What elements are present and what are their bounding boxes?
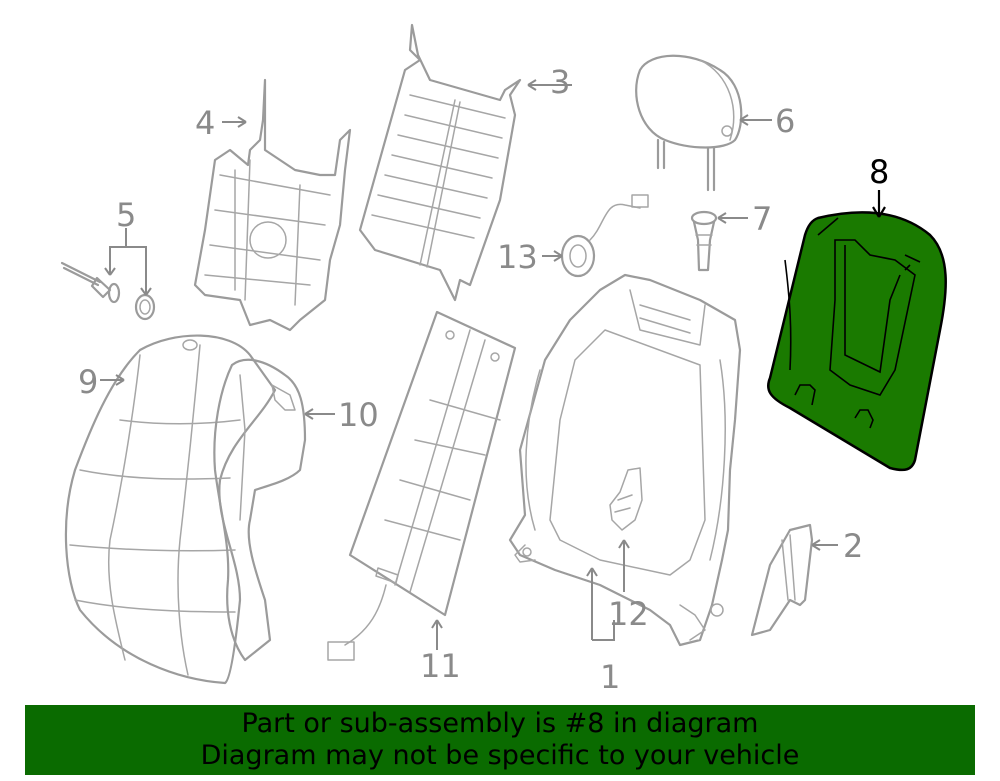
banner-line-2: Diagram may not be specific to your vehi…	[200, 740, 800, 771]
part-6-headrest[interactable]	[635, 54, 743, 192]
callout-labels: 1 2 3 4 5 6 7 8 9 10 11 12 13	[78, 63, 889, 696]
callout-6: 6	[775, 102, 795, 140]
callout-1: 1	[600, 658, 620, 696]
callout-3: 3	[550, 63, 570, 101]
part-12-bracket[interactable]	[609, 467, 643, 531]
callout-10: 10	[338, 396, 379, 434]
callout-13: 13	[497, 238, 538, 276]
part-4-lumbar-frame[interactable]	[193, 78, 352, 332]
part-11-heating-pad[interactable]	[327, 310, 517, 661]
part-9-seat-back-cover[interactable]	[64, 334, 277, 685]
part-1-seat-back-frame[interactable]	[508, 273, 742, 647]
callout-12: 12	[608, 595, 649, 633]
callout-2: 2	[843, 527, 863, 565]
part-8-rear-panel[interactable]	[766, 211, 947, 472]
callout-11: 11	[420, 647, 461, 685]
callout-9: 9	[78, 363, 98, 401]
banner-line-1: Part or sub-assembly is #8 in diagram	[241, 708, 759, 739]
callout-7: 7	[752, 200, 772, 238]
info-banner: Part or sub-assembly is #8 in diagram Di…	[25, 705, 975, 775]
part-10-side-cover[interactable]	[213, 358, 307, 662]
callout-8: 8	[869, 153, 889, 191]
part-7-guide-sleeve[interactable]	[690, 210, 718, 272]
callout-5: 5	[116, 196, 136, 234]
parts-diagram: 1 2 3 4 5 6 7 8 9 10 11 12 13	[60, 23, 947, 696]
leader-lines	[100, 79, 886, 650]
callout-4: 4	[195, 104, 215, 142]
part-3-suspension-mat[interactable]	[358, 23, 522, 302]
part-13-sensor[interactable]	[560, 194, 649, 278]
part-2-trim-cover[interactable]	[750, 523, 814, 637]
